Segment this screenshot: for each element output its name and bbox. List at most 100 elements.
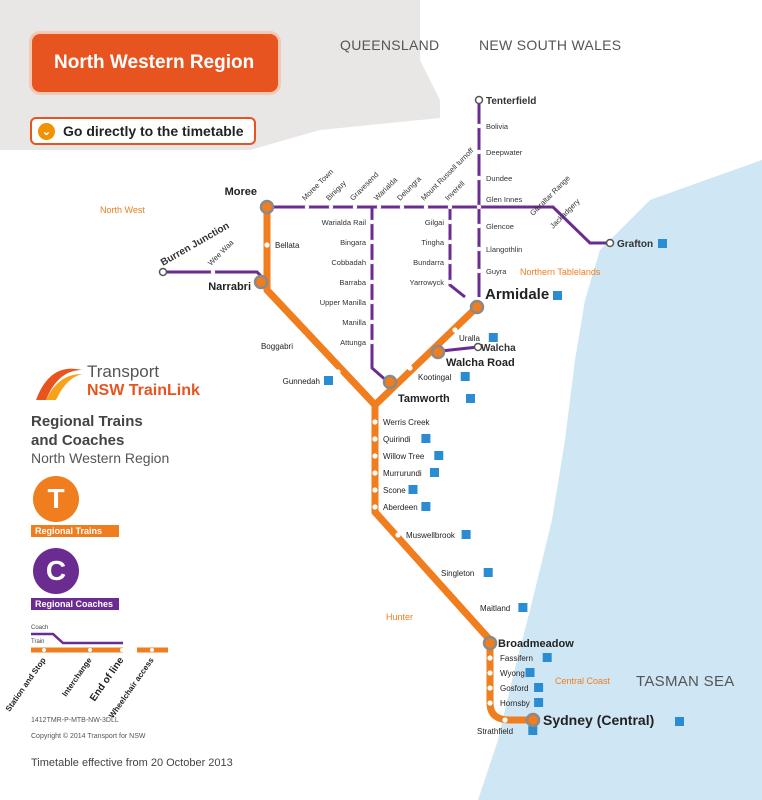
- go-to-timetable-button[interactable]: ⌄Go directly to the timetable: [30, 117, 256, 145]
- station-label[interactable]: Gunnedah: [283, 377, 320, 386]
- coach-stop-label[interactable]: Glen Innes: [486, 195, 523, 204]
- station-label[interactable]: Muswellbrook: [406, 531, 456, 540]
- coach-stop-label[interactable]: Burren Junction: [159, 220, 231, 268]
- coach-stop-marker[interactable]: [369, 279, 375, 285]
- station-label[interactable]: Wyong: [500, 669, 525, 678]
- station-marker[interactable]: [407, 365, 413, 371]
- region-title-button[interactable]: North Western Region: [32, 34, 278, 92]
- station-marker[interactable]: [487, 670, 493, 676]
- coach-stop-label[interactable]: Bolivia: [486, 122, 509, 131]
- coach-stop-label[interactable]: Yarrowyck: [410, 278, 445, 287]
- station-label[interactable]: Maitland: [480, 604, 510, 613]
- station-label[interactable]: Broadmeadow: [498, 638, 574, 650]
- coach-stop-marker[interactable]: [473, 342, 483, 352]
- coach-stop-label[interactable]: Barraba: [339, 278, 367, 287]
- coach-stop-label[interactable]: Walcha: [481, 343, 516, 354]
- coach-stop-marker[interactable]: [476, 246, 482, 252]
- coach-stop-marker[interactable]: [476, 149, 482, 155]
- station-label[interactable]: Kootingal: [418, 373, 452, 382]
- coach-stop-marker[interactable]: [423, 204, 429, 210]
- coach-stop-marker[interactable]: [210, 269, 216, 275]
- station-label[interactable]: Aberdeen: [383, 503, 418, 512]
- station-label[interactable]: Singleton: [441, 569, 474, 578]
- station-marker[interactable]: [444, 570, 450, 576]
- coach-stop-label[interactable]: Cobbadah: [331, 258, 366, 267]
- interchange-station-marker[interactable]: [482, 635, 498, 651]
- station-label[interactable]: Armidale: [485, 286, 549, 303]
- station-marker[interactable]: [452, 327, 458, 333]
- coach-stop-label[interactable]: Delungra: [395, 174, 423, 202]
- coach-stop-marker[interactable]: [552, 232, 558, 238]
- station-marker[interactable]: [372, 504, 378, 510]
- station-marker[interactable]: [487, 685, 493, 691]
- coach-stop-marker[interactable]: [304, 204, 310, 210]
- station-label[interactable]: Werris Creek: [383, 418, 431, 427]
- coach-stop-label[interactable]: Tenterfield: [486, 96, 536, 107]
- coach-stop-marker[interactable]: [476, 123, 482, 129]
- coach-stop-marker[interactable]: [328, 204, 334, 210]
- coach-stop-marker[interactable]: [352, 204, 358, 210]
- coach-stop-label[interactable]: Upper Manilla: [320, 298, 367, 307]
- station-marker[interactable]: [335, 369, 341, 375]
- interchange-station-marker[interactable]: [525, 712, 541, 728]
- station-label[interactable]: Gosford: [500, 684, 528, 693]
- coach-stop-label[interactable]: Grafton: [617, 239, 653, 250]
- coach-stop-marker[interactable]: [447, 279, 453, 285]
- coach-stop-label[interactable]: Warialda Rail: [322, 218, 367, 227]
- coach-stop-marker[interactable]: [605, 238, 615, 248]
- interchange-station-marker[interactable]: [253, 274, 269, 290]
- interchange-station-marker[interactable]: [469, 299, 485, 315]
- coach-stop-marker[interactable]: [158, 267, 168, 277]
- station-label[interactable]: Uralla: [459, 334, 480, 343]
- coach-stop-label[interactable]: Manilla: [342, 318, 367, 327]
- coach-stop-label[interactable]: Bingara: [340, 238, 367, 247]
- coach-stop-marker[interactable]: [476, 204, 482, 210]
- station-marker[interactable]: [372, 470, 378, 476]
- coach-stop-marker[interactable]: [476, 175, 482, 181]
- coach-stop-marker[interactable]: [532, 219, 538, 225]
- station-label[interactable]: Narrabri: [208, 281, 251, 293]
- station-label[interactable]: Quirindi: [383, 435, 411, 444]
- station-marker[interactable]: [487, 700, 493, 706]
- station-label[interactable]: Boggabri: [261, 342, 293, 351]
- station-label[interactable]: Sydney (Central): [543, 712, 654, 728]
- interchange-station-marker[interactable]: [382, 374, 398, 390]
- coach-stop-marker[interactable]: [369, 319, 375, 325]
- coach-stop-label[interactable]: Glencoe: [486, 222, 514, 231]
- coach-stop-label[interactable]: Attunga: [340, 338, 367, 347]
- coach-stop-label[interactable]: Bundarra: [413, 258, 445, 267]
- station-marker[interactable]: [300, 334, 306, 340]
- coach-stop-label[interactable]: Tingha: [421, 238, 444, 247]
- coach-stop-marker[interactable]: [476, 223, 482, 229]
- station-marker[interactable]: [372, 453, 378, 459]
- station-label[interactable]: Tamworth: [398, 393, 450, 405]
- station-marker[interactable]: [264, 242, 270, 248]
- interchange-station-marker[interactable]: [259, 199, 275, 215]
- station-label[interactable]: Bellata: [275, 241, 300, 250]
- station-marker[interactable]: [395, 532, 401, 538]
- coach-stop-marker[interactable]: [447, 259, 453, 265]
- coach-stop-label[interactable]: Biniguy: [324, 178, 348, 202]
- station-marker[interactable]: [471, 605, 477, 611]
- station-label[interactable]: Willow Tree: [383, 452, 425, 461]
- station-label[interactable]: Strathfield: [477, 727, 513, 736]
- coach-stop-marker[interactable]: [476, 268, 482, 274]
- coach-stop-marker[interactable]: [474, 95, 484, 105]
- coach-stop-label[interactable]: Inverell: [443, 179, 467, 203]
- station-marker[interactable]: [502, 717, 508, 723]
- station-marker[interactable]: [372, 419, 378, 425]
- coach-stop-marker[interactable]: [369, 339, 375, 345]
- interchange-station-marker[interactable]: [430, 344, 446, 360]
- coach-stop-marker[interactable]: [369, 219, 375, 225]
- station-label[interactable]: Moree: [225, 186, 257, 198]
- coach-stop-marker[interactable]: [399, 204, 405, 210]
- station-label[interactable]: Scone: [383, 486, 406, 495]
- station-label[interactable]: Hornsby: [500, 699, 530, 708]
- station-label[interactable]: Walcha Road: [446, 357, 515, 369]
- station-marker[interactable]: [487, 655, 493, 661]
- coach-stop-label[interactable]: Gilgai: [425, 218, 445, 227]
- station-marker[interactable]: [372, 436, 378, 442]
- coach-stop-label[interactable]: Deepwater: [486, 148, 523, 157]
- coach-stop-marker[interactable]: [447, 204, 453, 210]
- station-label[interactable]: Murrurundi: [383, 469, 422, 478]
